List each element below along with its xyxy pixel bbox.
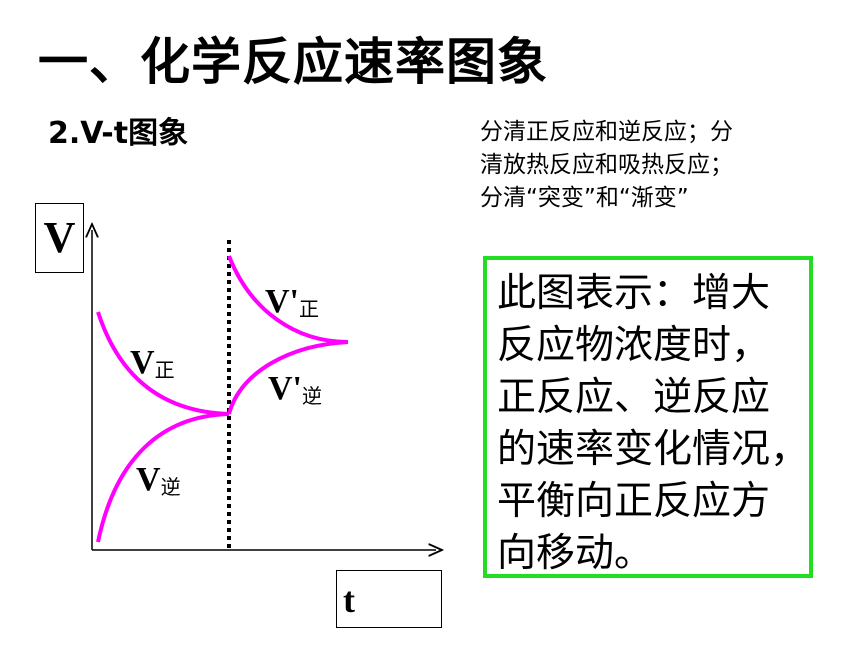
explanation-box: 此图表示：增大 反应物浓度时， 正反应、逆反应 的速率变化情况， 平衡向正反应方… [483, 256, 813, 578]
explain-line: 正反应、逆反应 [497, 375, 771, 420]
note-line: 清放热反应和吸热反应； [480, 152, 733, 178]
guidance-note: 分清正反应和逆反应；分 清放热反应和吸热反应； 分清“突变”和“渐变” [480, 116, 852, 215]
v-reverse-new-curve [227, 340, 349, 415]
explain-line: 反应物浓度时， [497, 323, 771, 368]
label-sub: 正 [299, 297, 319, 321]
note-line: 分清正反应和逆反应；分 [480, 119, 733, 145]
v-forward-new-curve [227, 255, 349, 344]
v-reverse-new-label: V'逆 [268, 370, 322, 409]
page-title: 一、化学反应速率图象 [38, 33, 548, 91]
section-subtitle: 2.V-t图象 [48, 116, 189, 151]
note-line: 分清“突变”和“渐变” [480, 185, 689, 211]
label-main: V' [268, 370, 302, 407]
v-forward-new-label: V'正 [265, 283, 319, 322]
y-axis-label-box: V [35, 203, 84, 273]
explain-line: 平衡向正反应方 [497, 479, 771, 524]
explain-line: 向移动。 [497, 531, 654, 576]
explain-line: 的速率变化情况， [497, 427, 810, 472]
v-reverse-curve [96, 412, 230, 543]
x-axis-label-box: t [336, 570, 442, 628]
label-sub: 正 [154, 358, 175, 382]
label-main: V' [265, 283, 299, 320]
label-main: V [130, 344, 155, 381]
explain-line: 此图表示：增大 [497, 271, 771, 316]
v-reverse-label: V逆 [136, 461, 181, 500]
label-sub: 逆 [302, 384, 322, 408]
label-main: V [136, 461, 161, 498]
label-sub: 逆 [160, 475, 181, 499]
v-forward-curve [96, 311, 230, 416]
v-forward-label: V正 [130, 344, 175, 383]
